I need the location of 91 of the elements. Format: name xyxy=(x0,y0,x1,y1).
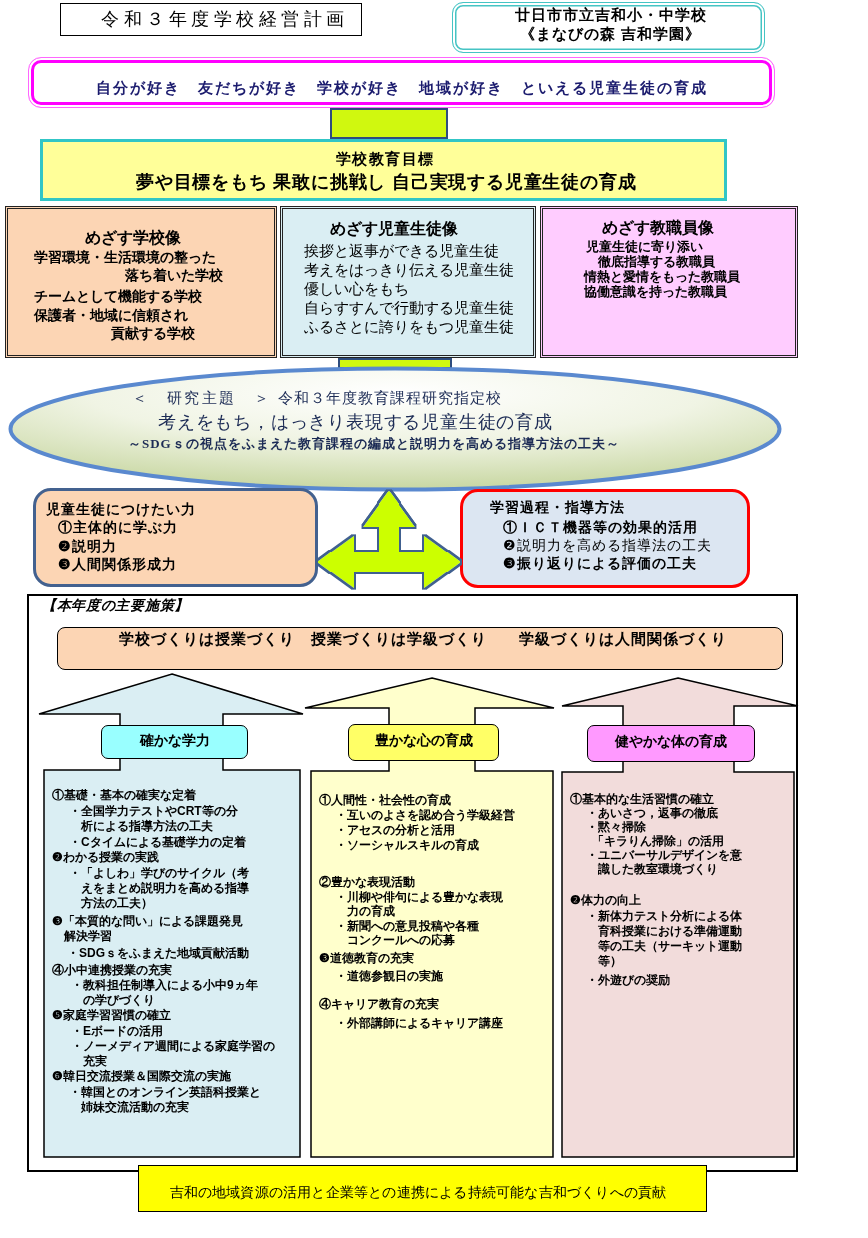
item-heading: ❺家庭学習習慣の確立 xyxy=(52,1007,171,1023)
item-heading: ①人間性・社会性の育成 xyxy=(319,792,451,808)
category-title: 豊かな心の育成 xyxy=(374,731,473,749)
contribution-text: 吉和の地域資源の活用と企業等との連携による持続可能な吉和づくりへの貢献 xyxy=(169,1183,667,1201)
list-item: 学習環境・生活環境の整った落ち着いた学校 xyxy=(34,248,223,284)
list-item: ・教科担任制導入による小中9ヵ年の学びづくり xyxy=(71,977,259,1008)
list-item: ・新聞への意見投稿や各種コンクールへの応募 xyxy=(335,919,480,947)
slogan-banner xyxy=(28,57,775,108)
box-heading: めざす学校像 xyxy=(85,229,181,247)
up-arrow-panel xyxy=(562,678,798,1157)
list-item: 自らすすんで行動する児童生徒 xyxy=(304,297,514,317)
vision-box xyxy=(280,206,536,358)
list-item: 情熱と愛情をもった教職員 xyxy=(584,268,740,284)
motto-bar xyxy=(57,627,783,670)
list-item: ❷説明力を高める指導法の工夫 xyxy=(503,536,712,554)
list-item: 保護者・地域に信頼され貢献する学校 xyxy=(34,306,195,342)
list-item: ・ノーメディア週間による家庭学習の充実 xyxy=(71,1038,276,1069)
list-item: ・新体力テスト分析による体育科授業における準備運動等の工夫（サーキット運動等） xyxy=(586,908,743,969)
item-heading: ❸「本質的な問い」による課題発見解決学習 xyxy=(52,913,244,944)
list-item: ・アセスの分析と活用 xyxy=(335,822,455,838)
goal-heading: 学校教育目標 xyxy=(335,149,435,169)
category-label xyxy=(101,725,248,759)
vision-box xyxy=(540,206,798,358)
theme-subtitle: ～SDGｓの視点をふまえた教育課程の編成と説明力を高める指導方法の工夫～ xyxy=(128,434,620,452)
goal-box xyxy=(40,139,727,201)
list-item: ①ＩＣＴ機器等の効果的活用 xyxy=(503,518,698,536)
list-item: ・「よしわ」学びのサイクル（考えをまとめ説明力を高める指導方法の工夫） xyxy=(69,865,250,911)
school-name: 廿日市市立吉和小・中学校 xyxy=(515,5,707,25)
rounded-panel xyxy=(33,488,318,587)
block-arrow xyxy=(363,491,460,588)
slogan-text: 自分が好き 友だちが好き 学校が好き 地域が好き といえる児童生徒の育成 xyxy=(96,78,708,98)
connector-bar xyxy=(330,108,448,139)
item-heading: ②豊かな表現活動 xyxy=(319,874,415,890)
list-item: ・外部講師によるキャリア講座 xyxy=(335,1015,503,1031)
category-label xyxy=(587,725,755,762)
list-item: ・全国学力テストやCRT等の分析による指導方法の工夫 xyxy=(69,803,239,834)
list-item: ふるさとに誇りをもつ児童生徒 xyxy=(304,316,514,336)
list-item: ・川柳や俳句による豊かな表現力の育成 xyxy=(335,890,504,918)
item-heading: ④小中連携授業の充実 xyxy=(52,962,172,978)
item-heading: ❷体力の向上 xyxy=(570,893,641,907)
motto-text: 学校づくりは授業づくり 授業づくりは学級づくり 学級づくりは人間関係づくり xyxy=(119,629,727,649)
list-item: ・ソーシャルスキルの育成 xyxy=(335,837,479,853)
list-item: ❷説明力 xyxy=(58,537,117,555)
theme-label: ＜ 研究主題 ＞ xyxy=(132,389,272,408)
list-item: 児童生徒に寄り添い徹底指導する教職員 xyxy=(586,238,715,269)
box-heading: めざす児童生徒像 xyxy=(330,220,458,238)
list-item: ・Cタイムによる基礎学力の定着 xyxy=(69,834,246,850)
list-item: ・道徳参観日の実施 xyxy=(335,968,443,984)
list-item: ・外遊びの奨励 xyxy=(586,973,670,987)
school-name-box xyxy=(452,2,765,53)
theme-text: 考えをもち，はっきり表現する児童生徒の育成 xyxy=(158,410,553,434)
list-item: ❸人間関係形成力 xyxy=(58,555,177,573)
list-item: ❸振り返りによる評価の工夫 xyxy=(503,554,697,572)
goal-text: 夢や目標をもち 果敢に挑戦し 自己実現する児童生徒の育成 xyxy=(136,170,637,194)
item-heading: ①基本的な生活習慣の確立 xyxy=(570,792,714,806)
item-heading: ❸道徳教育の充実 xyxy=(319,950,414,966)
category-title: 確かな学力 xyxy=(139,731,210,749)
rounded-panel xyxy=(460,489,750,588)
school-nickname: 《まなびの森 吉和学園》 xyxy=(519,24,701,44)
list-item: ①主体的に学ぶ力 xyxy=(58,518,178,536)
list-item: ・あいさつ，返事の徹底 xyxy=(586,806,718,820)
list-item: チームとして機能する学校 xyxy=(34,287,202,305)
policy-frame xyxy=(27,594,798,1172)
list-item: 協働意識を持った教職員 xyxy=(584,283,727,299)
category-title: 健やかな体の育成 xyxy=(615,732,727,750)
list-item: ・黙々掃除 xyxy=(586,820,646,834)
list-item: ・ユニバーサルデザインを意識した教室環境づくり xyxy=(586,848,743,876)
theme-ellipse xyxy=(8,366,782,492)
up-arrow-panel xyxy=(39,674,303,1157)
item-heading: ❷わかる授業の実践 xyxy=(52,849,159,865)
list-item: ・韓国とのオンライン英語科授業と姉妹交流活動の充実 xyxy=(69,1084,262,1115)
designation-text: 令和３年度教育課程研究指定校 xyxy=(278,389,502,408)
category-label xyxy=(348,724,499,761)
item-heading: ④キャリア教育の充実 xyxy=(319,996,439,1012)
up-arrow-panel xyxy=(305,678,554,1157)
contribution-box xyxy=(138,1165,707,1212)
panel-heading: 学習過程・指導方法 xyxy=(490,498,625,516)
list-item: 優しい心をもち xyxy=(304,278,409,298)
box-heading: めざす教職員像 xyxy=(602,219,714,237)
item-heading: ❻韓日交流授業＆国際交流の実施 xyxy=(52,1068,231,1084)
list-item: 考えをはっきり伝える児童生徒 xyxy=(304,259,514,279)
item-heading: ①基礎・基本の確実な定着 xyxy=(52,787,196,803)
panel-heading: 児童生徒につけたい力 xyxy=(46,500,196,518)
frame-heading: 【本年度の主要施策】 xyxy=(42,596,189,614)
list-item: ・SDGｓをふまえた地域貢献活動 xyxy=(67,945,249,961)
list-item: ・Eボードの活用 xyxy=(71,1023,163,1039)
list-item: 「キラりん掃除」の活用 xyxy=(592,834,724,848)
list-item: ・互いのよさを認め合う学級経営 xyxy=(335,807,515,823)
list-item: 挨拶と返事ができる児童生徒 xyxy=(304,240,499,260)
vision-box xyxy=(5,206,277,358)
page-title: 令和３年度学校経営計画 xyxy=(60,3,362,36)
